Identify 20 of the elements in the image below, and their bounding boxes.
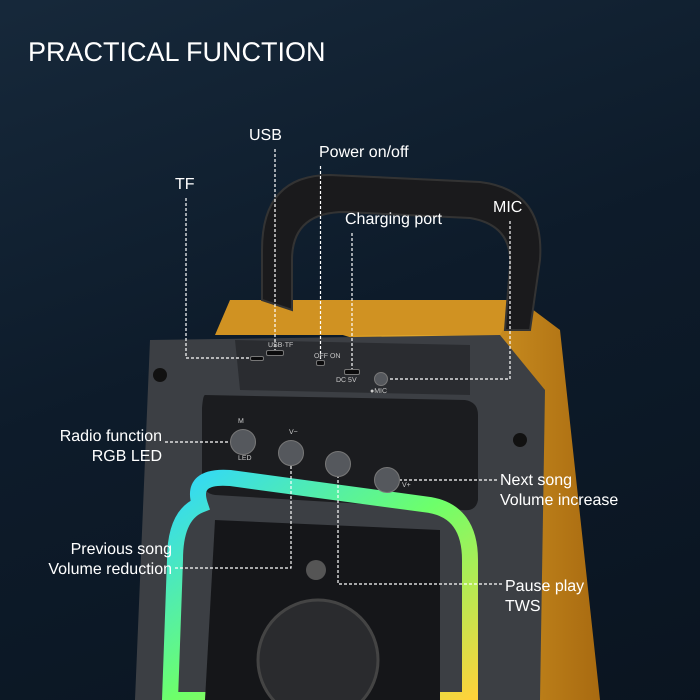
callout-label: TF (175, 175, 195, 195)
title: PRACTICAL FUNCTION (28, 36, 326, 68)
power-switch (316, 360, 325, 366)
charging-port (344, 369, 360, 375)
leader-line (337, 477, 502, 585)
callout-label: Charging port (345, 210, 442, 230)
callout-label: USB (249, 126, 282, 146)
leader-line (185, 198, 250, 359)
callout-label: Radio function RGB LED (38, 427, 162, 467)
leader-line (400, 479, 497, 481)
leader-line (388, 221, 511, 380)
tf-card-slot (250, 356, 264, 361)
callout-label: Power on/off (319, 143, 409, 163)
usb-port (266, 350, 284, 356)
leader-line (175, 466, 292, 569)
leader-line (320, 166, 322, 360)
leader-line (351, 233, 353, 369)
callout-label: MIC (493, 198, 522, 218)
leader-line (274, 149, 276, 350)
leader-line (165, 441, 230, 443)
